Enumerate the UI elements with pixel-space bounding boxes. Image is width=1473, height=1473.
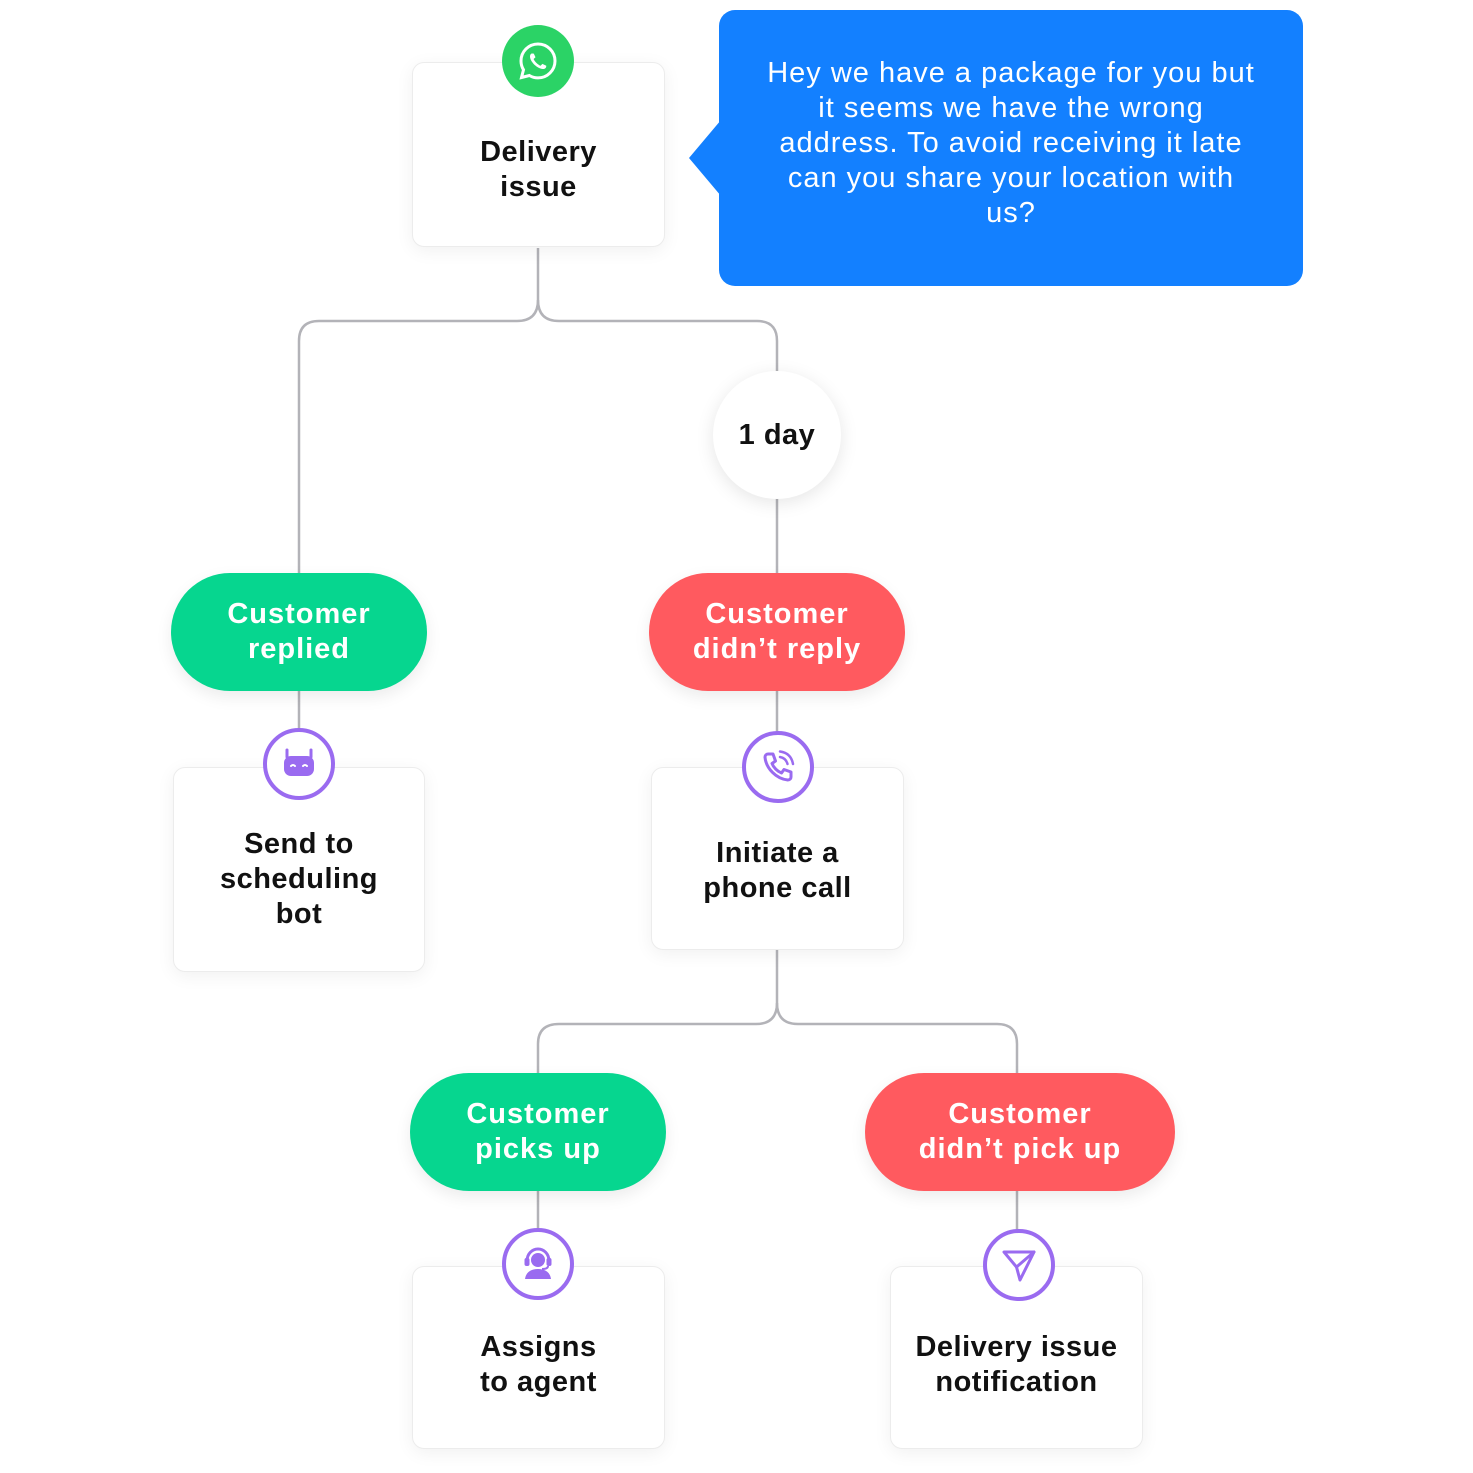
- whatsapp-icon: [502, 25, 574, 97]
- phone-call-icon: [742, 731, 814, 803]
- branch-customer-replied[interactable]: Customer replied: [171, 573, 427, 691]
- agent-headset-icon: [502, 1228, 574, 1300]
- connector-trigger-split: [297, 248, 540, 575]
- branch-customer-picks-up-label: Customer picks up: [466, 1098, 610, 1165]
- robot-icon: [263, 728, 335, 800]
- connector-call-split-right: [775, 1002, 1019, 1075]
- message-bubble-text: Hey we have a package for you but it see…: [767, 56, 1255, 229]
- branch-customer-didnt-pick-up[interactable]: Customer didn’t pick up: [865, 1073, 1175, 1191]
- branch-customer-didnt-pick-up-label: Customer didn’t pick up: [918, 1098, 1122, 1165]
- trigger-label: Delivery issue: [480, 135, 597, 203]
- connector-call-split-left: [536, 950, 779, 1075]
- connector-trigger-split-right: [536, 299, 779, 372]
- action-notification-card[interactable]: Delivery issue notification: [890, 1266, 1143, 1449]
- branch-customer-didnt-reply[interactable]: Customer didn’t reply: [649, 573, 905, 691]
- action-assign-agent-label: Assigns to agent: [480, 1330, 597, 1398]
- send-icon: [983, 1229, 1055, 1301]
- branch-customer-didnt-reply-label: Customer didn’t reply: [692, 598, 862, 665]
- branch-customer-picks-up[interactable]: Customer picks up: [410, 1073, 666, 1191]
- action-notification-label: Delivery issue notification: [915, 1330, 1118, 1398]
- action-send-to-bot-card[interactable]: Send to scheduling bot: [173, 767, 425, 972]
- action-phone-call-label: Initiate a phone call: [703, 836, 852, 904]
- branch-customer-replied-label: Customer replied: [227, 598, 371, 665]
- action-send-to-bot-label: Send to scheduling bot: [219, 828, 379, 930]
- message-bubble: Hey we have a package for you but it see…: [689, 10, 1303, 286]
- wait-node[interactable]: 1 day: [713, 371, 841, 499]
- wait-label: 1 day: [738, 418, 816, 451]
